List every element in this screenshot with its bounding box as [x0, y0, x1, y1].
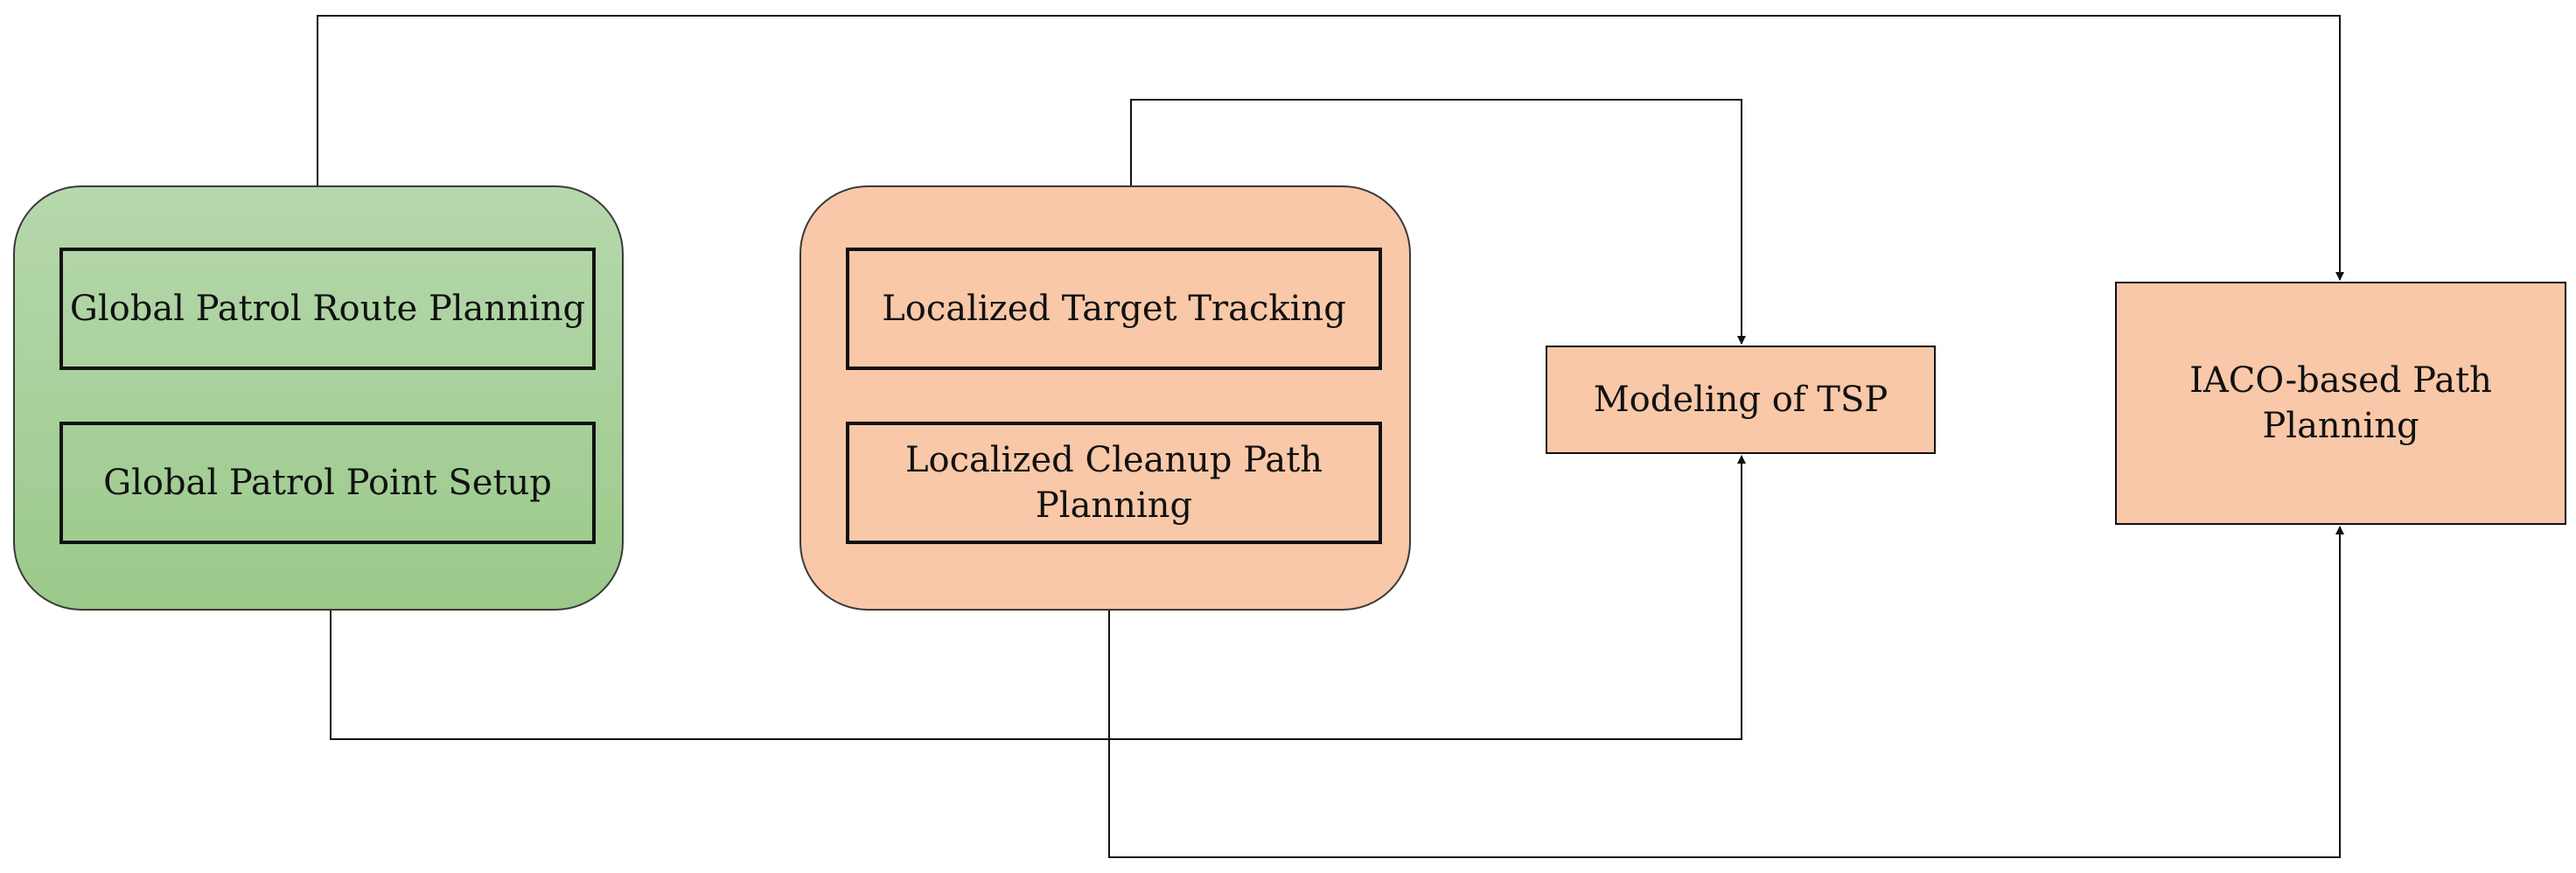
edge-localized-target-tracking-to-modeling-of-tsp [1130, 99, 1746, 345]
global-patrol-point-setup-node: Global Patrol Point Setup [59, 422, 596, 544]
iaco-based-path-planning-node: IACO-based Path Planning [2115, 282, 2566, 525]
global-patrol-point-setup-label: Global Patrol Point Setup [103, 463, 552, 503]
modeling-of-tsp-label: Modeling of TSP [1593, 380, 1888, 420]
edge-global-patrol-point-setup-to-modeling-of-tsp [330, 455, 1746, 740]
global-patrol-route-planning-label: Global Patrol Route Planning [69, 289, 586, 329]
iaco-based-path-planning-label: IACO-based Path Planning [2189, 360, 2492, 446]
localized-cleanup-path-planning-label: Localized Cleanup Path Planning [904, 440, 1323, 526]
localized-target-tracking-node: Localized Target Tracking [846, 248, 1382, 370]
localized-cleanup-path-planning-node: Localized Cleanup Path Planning [846, 422, 1382, 544]
global-patrol-route-planning-node: Global Patrol Route Planning [59, 248, 596, 370]
modeling-of-tsp-node: Modeling of TSP [1546, 346, 1936, 454]
edge-localized-cleanup-path-planning-to-iaco-based-path-planning [1108, 526, 2344, 858]
global-planning-group [13, 185, 624, 611]
localized-target-tracking-label: Localized Target Tracking [882, 289, 1346, 329]
edge-global-patrol-route-planning-to-iaco-based-path-planning [317, 15, 2344, 281]
